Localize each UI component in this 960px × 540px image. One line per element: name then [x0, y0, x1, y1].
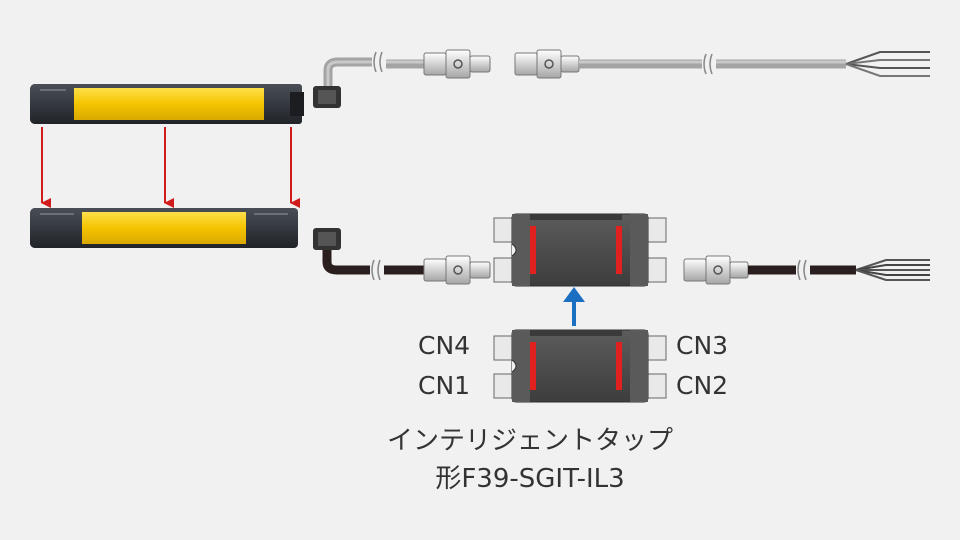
sensor-top	[30, 84, 304, 124]
intelligent-tap-standalone	[493, 329, 667, 403]
intelligent-tap-installed	[493, 213, 667, 287]
top-sensor-cable	[313, 49, 930, 108]
product-model: 形F39-SGIT-IL3	[435, 464, 625, 494]
port-label-cn3: CN3	[676, 331, 729, 360]
port-label-cn2: CN2	[676, 371, 729, 400]
port-label-cn1: CN1	[418, 371, 471, 400]
product-name: インテリジェントタップ	[386, 426, 673, 456]
port-label-cn4: CN4	[418, 331, 471, 360]
bottom-controller-cable	[683, 255, 930, 285]
sensor-bottom	[30, 208, 298, 248]
arrow-down-icon	[41, 127, 300, 208]
bottom-sensor-cable	[313, 228, 491, 285]
arrow-up-icon	[563, 287, 585, 326]
